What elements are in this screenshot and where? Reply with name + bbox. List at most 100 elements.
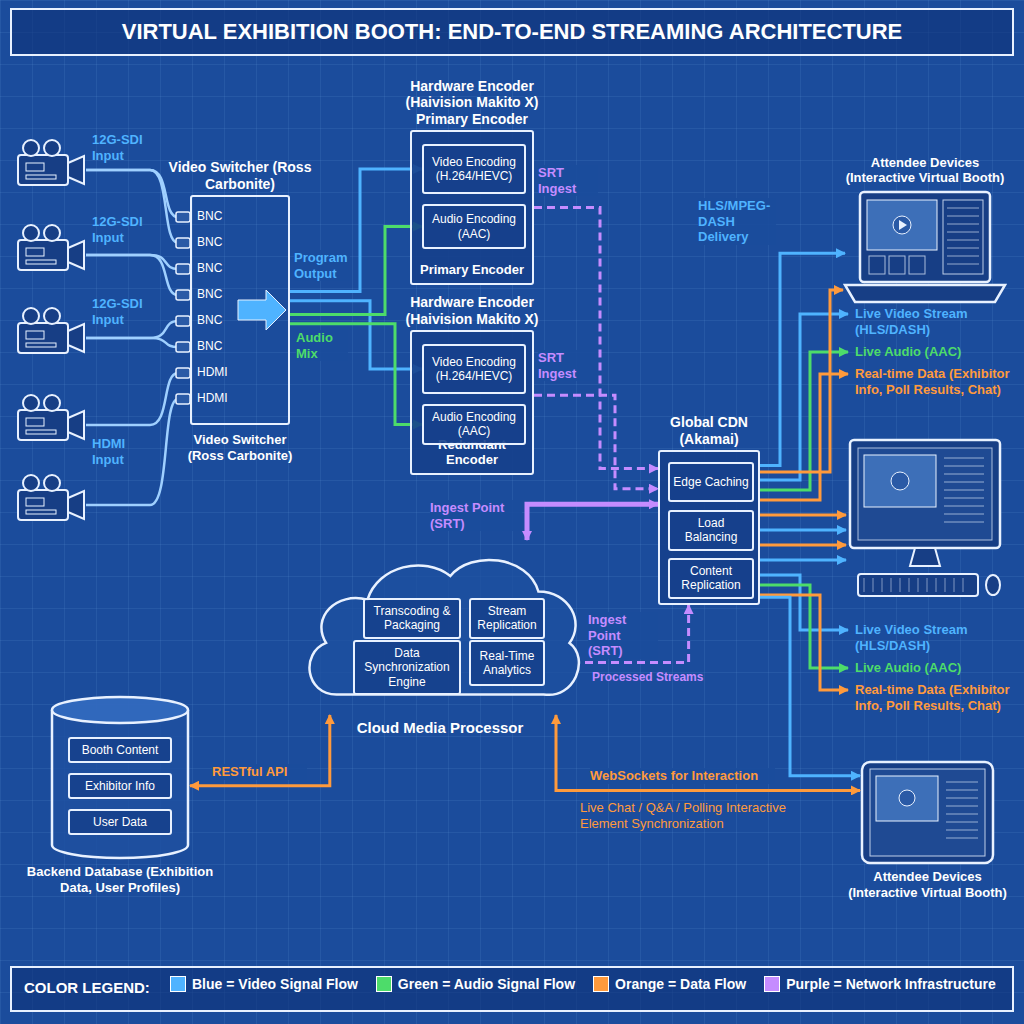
port-label: HDMI: [197, 365, 237, 379]
tablet-screen: [870, 769, 985, 856]
node-text: Video Encoding (H.264/HEVC): [427, 155, 521, 184]
signal-cable: [86, 255, 178, 295]
legend-swatch: [764, 976, 780, 992]
side-panel: [943, 200, 983, 274]
legend-swatch: [170, 976, 186, 992]
flow-label: Processed Streams: [592, 670, 712, 684]
keyboard-key: [864, 578, 865, 592]
camera-reel: [44, 140, 60, 156]
hardware-encoder: Hardware Encoder (Haivision Makito X) Pr…: [410, 130, 534, 285]
mouse: [986, 575, 1000, 595]
keyboard-key: [891, 578, 892, 592]
cloud-function: Stream Replication: [469, 598, 545, 639]
flow-line: [760, 575, 848, 630]
node-text: Exhibitor Info: [73, 779, 167, 793]
desktop-screen: [858, 448, 992, 540]
port-connector: [176, 368, 190, 378]
node-text: Hardware Encoder (Haivision Makito X): [385, 294, 560, 328]
node-text: Transcoding & Packaging: [368, 604, 456, 633]
video-panel: [876, 776, 938, 821]
edge-label: Audio Mix: [296, 330, 348, 361]
cdn-function: Edge Caching: [668, 462, 754, 502]
ui-tile: [889, 256, 905, 274]
tablet-device: Attendee Devices (Interactive Virtual Bo…: [860, 760, 995, 865]
camera-icon: [18, 308, 84, 353]
camera-reel: [44, 308, 60, 324]
keyboard-key: [963, 578, 964, 592]
node-text: Booth Content: [73, 743, 167, 757]
flow-line: [760, 314, 848, 480]
camera-reel: [23, 475, 39, 491]
laptop-device: Attendee Devices (Interactive Virtual Bo…: [845, 190, 1005, 305]
ui-line: [947, 256, 979, 257]
node-text: Data Synchronization Engine: [358, 646, 456, 689]
node-text: Attendee Devices (Interactive Virtual Bo…: [836, 155, 1014, 186]
camera-reel: [23, 140, 39, 156]
node-text: Audio Encoding (AAC): [427, 212, 521, 241]
edge-label: SRT Ingest: [538, 165, 598, 196]
play-button: [893, 216, 911, 234]
camera-lens: [68, 491, 84, 519]
legend-swatch: [593, 976, 609, 992]
edge-label: Program Output: [294, 250, 350, 281]
port-label: HDMI: [197, 391, 237, 405]
ui-line: [946, 790, 978, 791]
input-label: HDMI Input: [92, 436, 152, 467]
keyboard-key: [918, 578, 919, 592]
camera-body: [18, 323, 68, 353]
stream-label: Live Video Stream (HLS/DASH): [855, 306, 1015, 337]
signal-cable: [86, 170, 178, 217]
camera-reel: [44, 475, 60, 491]
camera-reel: [23, 225, 39, 241]
port-label: BNC: [197, 339, 237, 353]
legend-text: Green = Audio Signal Flow: [398, 976, 575, 992]
interaction-note: Live Chat / Q&A / Polling Interactive El…: [580, 800, 820, 831]
ui-line: [946, 806, 978, 807]
camera-detail: [26, 175, 56, 179]
cylinder-body: [52, 710, 188, 858]
legend-text: Purple = Network Infrastructure: [786, 976, 996, 992]
connector: [556, 715, 860, 790]
laptop-outline: [845, 190, 1005, 305]
laptop-screen: [860, 192, 990, 282]
ui-line: [947, 264, 979, 265]
camera-body: [18, 490, 68, 520]
port-connector: [176, 212, 190, 222]
cloud-function: Real-Time Analytics: [469, 640, 545, 686]
ui-line: [944, 514, 984, 515]
ui-tile: [869, 256, 885, 274]
camera-icon: [18, 395, 84, 440]
legend-heading: COLOR LEGEND:: [24, 979, 174, 997]
backend-database: Backend Database (Exhibition Data, User …: [50, 695, 190, 860]
edge-label: HLS/MPEG-DASH Delivery: [698, 198, 776, 245]
flow-line: [760, 352, 848, 490]
hardware-encoder: Hardware Encoder (Haivision Makito X)Red…: [410, 330, 534, 475]
ui-line: [947, 208, 979, 209]
camera-body: [18, 240, 68, 270]
ui-line: [946, 830, 978, 831]
camera-detail: [26, 418, 44, 426]
ui-line: [944, 482, 984, 483]
encoding-box: Video Encoding (H.264/HEVC): [422, 144, 526, 194]
node-text: Video Switcher (Ross Carbonite): [165, 159, 315, 193]
legend-swatch: [376, 976, 392, 992]
encoding-box: Video Encoding (H.264/HEVC): [422, 344, 526, 394]
camera-body: [18, 155, 68, 185]
input-label: 12G-SDI Input: [92, 296, 162, 327]
legend-item: Blue = Video Signal Flow: [170, 976, 358, 992]
camera-lens: [68, 156, 84, 184]
cloud-function: Transcoding & Packaging: [363, 598, 461, 639]
database-table: Booth Content: [68, 737, 172, 763]
stream-label: Live Video Stream (HLS/DASH): [855, 622, 1015, 653]
signal-cable: [86, 373, 178, 425]
title-bar: VIRTUAL EXHIBITION BOOTH: END-TO-END STR…: [10, 8, 1014, 56]
keyboard-key: [945, 578, 946, 592]
monitor-stand: [910, 548, 940, 566]
ui-line: [944, 522, 984, 523]
stream-label: Live Audio (AAC): [855, 660, 1015, 676]
keyboard-key: [873, 578, 874, 592]
tablet-outline: [860, 760, 995, 865]
edge-label: SRT Ingest: [538, 350, 598, 381]
play-icon: [899, 220, 907, 230]
decorative-flows: [760, 290, 848, 690]
